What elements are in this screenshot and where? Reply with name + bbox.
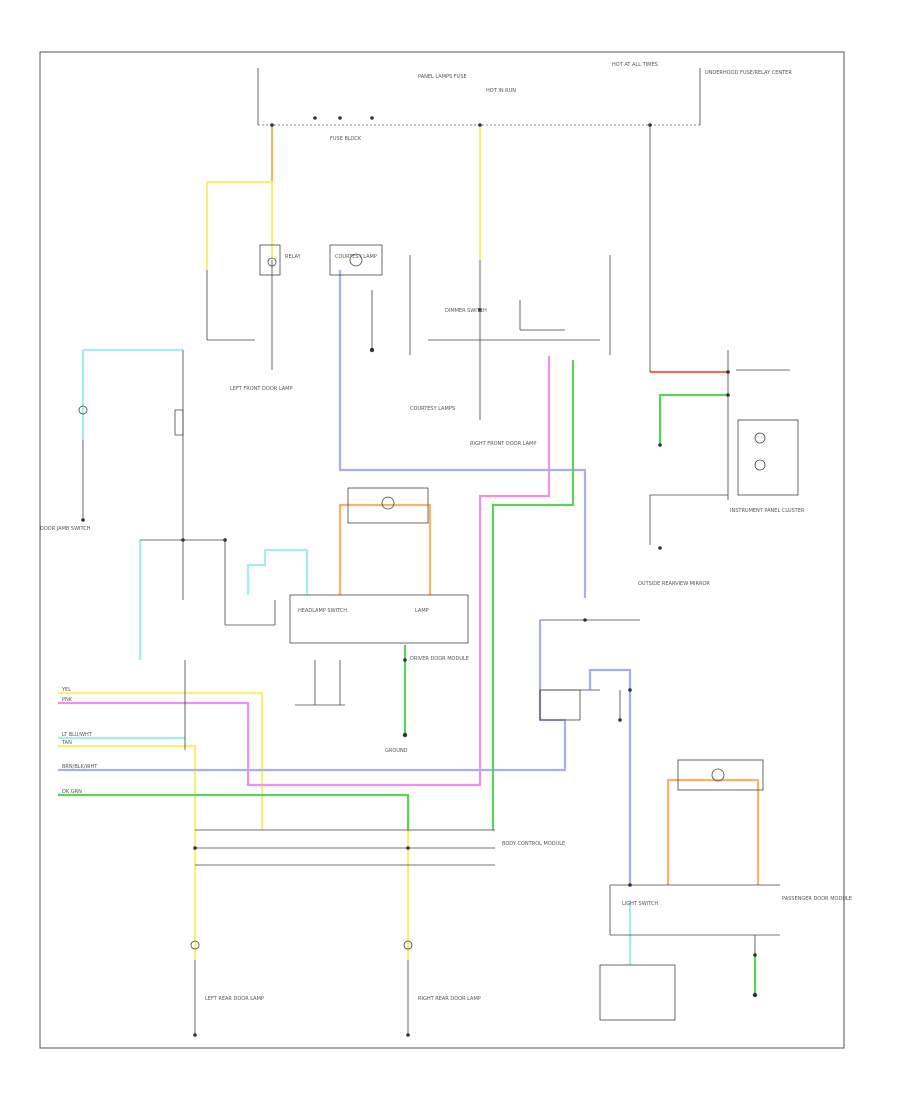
label-driver-door-module: DRIVER DOOR MODULE [410,656,469,662]
label-outside-mirror: OUTSIDE REARVIEW MIRROR [638,581,710,587]
relay-box-1 [259,244,281,276]
label-right-front-door-lamp: RIGHT FRONT DOOR LAMP [470,441,536,447]
label-right-rear-door-lamp: RIGHT REAR DOOR LAMP [418,996,481,1002]
lamp-box-1 [329,244,383,276]
lamp-box-2 [347,487,429,524]
module-box [599,964,676,1021]
diagram-frame [39,51,845,1049]
wire-label-yel: YEL [61,687,71,693]
label-underhood-fuse: UNDERHOOD FUSE/RELAY CENTER [705,70,792,76]
label-fuse-block: FUSE BLOCK [330,136,362,142]
wire-label-tan: TAN [61,740,72,746]
label-instrument-panel-cluster: INSTRUMENT PANEL CLUSTER [730,508,805,514]
wire-label-dkgrn: DK GRN [62,789,82,795]
wire-green-2 [491,360,575,830]
label-passenger-door-module: PASSENGER DOOR MODULE [782,896,852,902]
lamp-box-3 [677,759,764,791]
switch-block [289,594,469,644]
wire-yellow-5 [58,744,197,960]
wire-orange-2 [338,503,432,595]
label-hot-at-all-times: HOT AT ALL TIMES [612,62,658,68]
wire-blue-1 [338,270,587,598]
cluster-box [737,419,799,496]
label-headlamp-switch: HEADLAMP SWITCH [298,608,347,614]
label-lamp: LAMP [415,608,429,614]
wire-yellow-4 [58,691,264,830]
wire-label-pnk: PNK [62,697,73,703]
label-left-front-door-lamp: LEFT FRONT DOOR LAMP [230,386,292,392]
wire-green-4 [658,393,728,445]
wire-pink-2 [270,356,551,787]
wire-cyan-4 [246,548,309,595]
wire-label-ltbluwht: LT BLU/WHT [62,732,93,738]
label-courtesy-lamps: COURTESY LAMPS [410,406,455,412]
wire-blue-2 [58,620,567,772]
wire-pink-1 [58,701,270,787]
label-hot-in-run: HOT IN RUN [486,88,516,94]
wire-blue-3 [588,668,632,885]
lamp-symbols [78,253,766,950]
black-wiring [82,125,790,1035]
wire-label-brn: BRN/BLK/WHT [62,764,98,770]
label-body-control-module: BODY CONTROL MODULE [502,841,565,847]
connection-dots [81,116,758,1037]
label-ground: GROUND [385,748,408,754]
label-relay: RELAY [285,254,302,260]
label-courtesy-lamp: COURTESY LAMP [335,254,377,260]
label-light-switch: LIGHT SWITCH [622,901,658,907]
label-door-jamb-switch: DOOR JAMB SWITCH [40,526,91,532]
label-panel-lamps-fuse: PANEL LAMPS FUSE [418,74,467,80]
label-left-rear-door-lamp: LEFT REAR DOOR LAMP [205,996,264,1002]
wire-orange-3 [666,778,760,885]
switch-box-2 [539,689,581,721]
wire-green-1 [58,793,410,830]
label-dimmer-switch: DIMMER SWITCH [445,308,487,314]
wire-yellow-1 [207,180,274,260]
